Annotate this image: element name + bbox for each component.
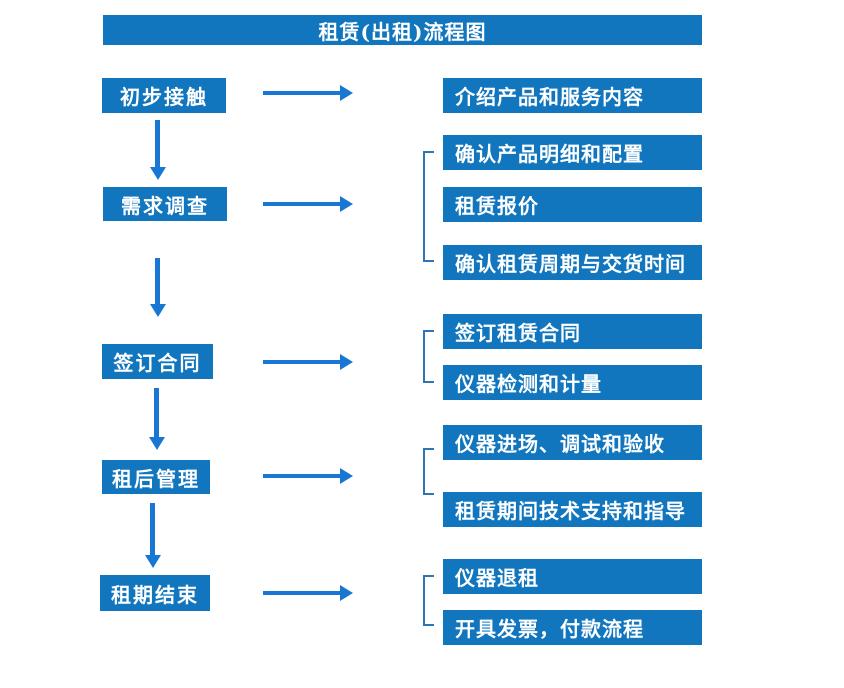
step-box-sign-contract: 签订合同: [102, 344, 213, 379]
step-box-rental-end: 租期结束: [100, 575, 210, 611]
detail-box: 仪器检测和计量: [443, 365, 702, 400]
flow-arrow-right: [263, 474, 340, 478]
detail-box: 确认产品明细和配置: [443, 135, 702, 170]
group-bracket: [423, 575, 434, 626]
detail-box: 开具发票，付款流程: [443, 610, 702, 645]
flow-arrow-right: [263, 202, 340, 206]
group-bracket: [423, 330, 434, 383]
flow-arrow-down: [154, 388, 159, 437]
group-bracket: [423, 448, 434, 495]
flowchart-title: 租赁(出租)流程图: [103, 15, 702, 45]
flow-arrow-down: [155, 258, 160, 304]
detail-box: 确认租赁周期与交货时间: [443, 245, 702, 280]
detail-box: 仪器退租: [443, 559, 702, 594]
detail-box: 仪器进场、调试和验收: [443, 425, 702, 460]
flow-arrow-right: [263, 591, 340, 595]
detail-box: 租赁期间技术支持和指导: [443, 492, 702, 527]
detail-box: 签订租赁合同: [443, 314, 702, 349]
step-box-demand-survey: 需求调查: [103, 187, 227, 221]
flow-arrow-right: [263, 91, 340, 95]
flow-arrow-right: [263, 360, 340, 364]
group-bracket: [423, 151, 434, 262]
detail-box: 租赁报价: [443, 187, 702, 222]
step-box-initial-contact: 初步接触: [102, 78, 226, 113]
flowchart-title-text: 租赁(出租)流程图: [318, 19, 487, 44]
detail-box: 介绍产品和服务内容: [443, 78, 702, 113]
flow-arrow-down: [155, 120, 160, 167]
flow-arrow-down: [150, 503, 155, 555]
step-box-post-rental-management: 租后管理: [102, 460, 210, 494]
